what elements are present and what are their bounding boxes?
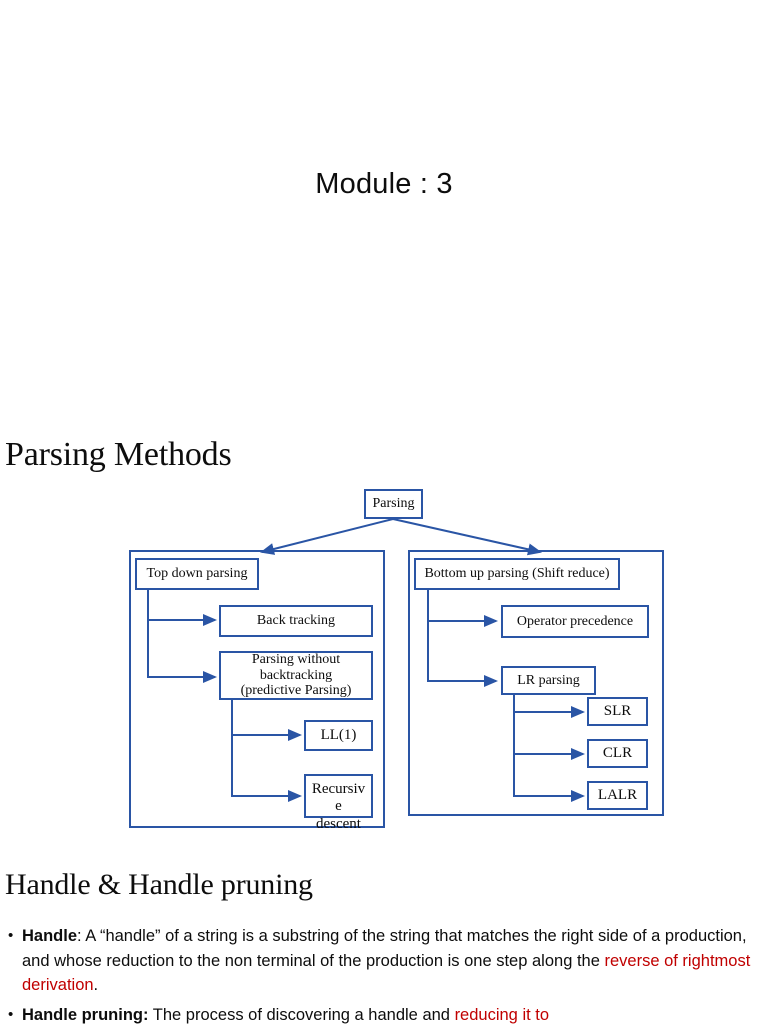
bullet-body: The process of discovering a handle and — [148, 1005, 455, 1024]
diagram-node-operator-precedence[interactable]: Operator precedence — [501, 605, 649, 638]
diagram-node-bottom-up-parsing[interactable]: Bottom up parsing (Shift reduce) — [414, 558, 620, 590]
handle-bullet-list: • Handle: A “handle” of a string is a su… — [6, 924, 762, 1032]
diagram-node-predictive-line3: (predictive Parsing) — [240, 683, 352, 699]
diagram-node-parsing-without-backtracking[interactable]: Parsing without backtracking (predictive… — [219, 651, 373, 700]
diagram-node-back-tracking[interactable]: Back tracking — [219, 605, 373, 637]
diagram-node-bottom-up-parsing-label: Bottom up parsing (Shift reduce) — [424, 566, 610, 582]
diagram-node-lalr-label: LALR — [597, 787, 638, 804]
diagram-node-operator-precedence-label: Operator precedence — [516, 613, 634, 629]
page-title-parsing-methods: Parsing Methods — [5, 436, 232, 473]
diagram-node-back-tracking-label: Back tracking — [256, 613, 336, 629]
diagram-node-recursive-line2: e — [335, 797, 342, 814]
diagram-node-top-down-parsing-label: Top down parsing — [146, 566, 248, 582]
diagram-node-recursive-line1: Recursiv — [311, 780, 366, 797]
diagram-node-lr-parsing-label: LR parsing — [517, 672, 580, 688]
parsing-methods-diagram: Parsing Top down parsing Back tracking P… — [0, 485, 768, 835]
diagram-node-lalr[interactable]: LALR — [587, 781, 648, 810]
diagram-node-slr-label: SLR — [603, 703, 632, 720]
list-item: • Handle: A “handle” of a string is a su… — [6, 924, 762, 998]
list-item: • Handle pruning: The process of discove… — [6, 1003, 762, 1028]
diagram-group-top-down — [129, 550, 385, 828]
diagram-connector-lines — [147, 518, 585, 802]
bullet-dot-icon: • — [8, 1005, 14, 1023]
page-title-handle-pruning: Handle & Handle pruning — [5, 868, 313, 901]
bullet-highlight: reverse of rightmost derivation — [22, 951, 751, 995]
bullet-highlight: reducing it to — [454, 1005, 550, 1024]
diagram-node-clr-label: CLR — [602, 745, 633, 762]
diagram-node-ll1[interactable]: LL(1) — [304, 720, 373, 751]
bullet-term: Handle — [22, 927, 78, 945]
diagram-group-bottom-up — [408, 550, 664, 816]
bullet-tail: . — [93, 976, 99, 994]
diagram-node-top-down-parsing[interactable]: Top down parsing — [135, 558, 259, 590]
diagram-node-recursive-descent[interactable]: Recursiv e — [304, 774, 373, 818]
diagram-node-parsing[interactable]: Parsing — [364, 489, 423, 519]
diagram-node-parsing-label: Parsing — [372, 496, 415, 512]
diagram-node-ll1-label: LL(1) — [320, 727, 357, 744]
diagram-node-slr[interactable]: SLR — [587, 697, 648, 726]
diagram-node-lr-parsing[interactable]: LR parsing — [501, 666, 596, 695]
diagram-node-predictive-line2: backtracking — [259, 667, 333, 683]
bullet-term: Handle pruning: — [22, 1005, 149, 1024]
bullet-dot-icon: • — [8, 927, 14, 944]
diagram-node-predictive-line1: Parsing without — [251, 652, 341, 667]
slide-title-module: Module : 3 — [315, 168, 453, 200]
diagram-node-clr[interactable]: CLR — [587, 739, 648, 768]
bullet-body: : A “handle” of a string is a substring … — [22, 927, 747, 970]
diagram-node-recursive-descent-overflow: descent — [316, 816, 361, 832]
